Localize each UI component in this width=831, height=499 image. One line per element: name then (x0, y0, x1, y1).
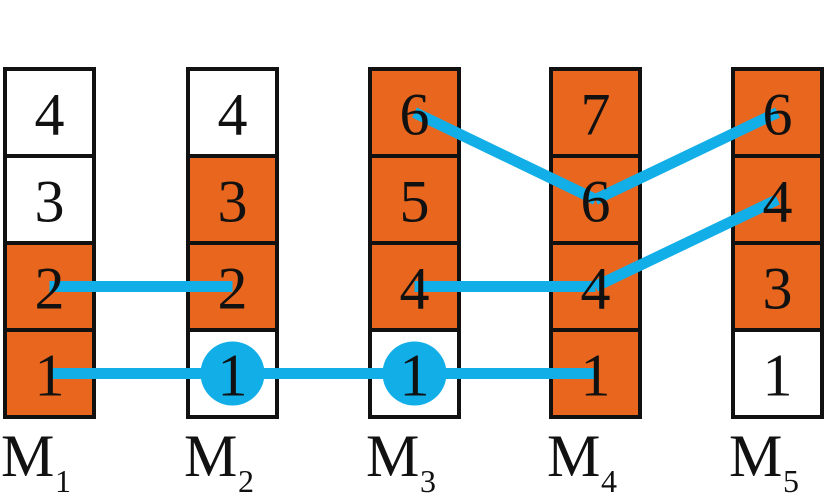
cell-m2-row2 (186, 154, 279, 245)
text-layer: 4 3 2 1 4 3 2 1 6 5 4 1 7 6 4 1 6 4 3 1 (35, 82, 793, 409)
cell-value-m1-row3: 2 (35, 256, 65, 322)
cell-value-m4-row1: 7 (581, 82, 611, 148)
cell-m5-row4 (731, 328, 824, 419)
column-label-m4: M (547, 423, 600, 489)
column-subscript-m4: 4 (601, 463, 617, 499)
cell-m4-row2 (549, 154, 642, 245)
link-line-6 (593, 194, 780, 292)
marker-circle-m3 (382, 341, 447, 406)
cell-value-m5-row2: 4 (763, 169, 793, 235)
cell-value-m3-row1: 6 (400, 82, 430, 148)
cell-m3-row2 (368, 154, 461, 245)
cell-value-m2-row1: 4 (218, 82, 248, 148)
cell-m5-row3 (731, 241, 824, 332)
column-label-m5: M (729, 423, 782, 489)
cell-value-m5-row3: 3 (763, 256, 793, 322)
cell-value-m3-row4: 1 (400, 343, 430, 409)
cell-value-m4-row4: 1 (581, 343, 611, 409)
cell-value-m3-row2: 5 (400, 169, 430, 235)
column-label-m3: M (366, 423, 419, 489)
link-line-4 (412, 107, 598, 205)
column-subscript-m2: 2 (238, 463, 254, 499)
cell-value-m3-row3: 4 (400, 256, 430, 322)
cell-value-m1-row1: 4 (35, 82, 65, 148)
cell-value-m2-row2: 3 (218, 169, 248, 235)
cell-value-m5-row4: 1 (763, 343, 793, 409)
column-label-m1: M (1, 423, 54, 489)
link-line-5 (593, 107, 780, 205)
cell-value-m4-row3: 4 (581, 256, 611, 322)
cell-value-m5-row1: 6 (763, 82, 793, 148)
cell-value-m4-row2: 6 (581, 169, 611, 235)
cell-value-m2-row4: 1 (218, 343, 248, 409)
links-layer (49, 107, 780, 379)
marker-circle-m2 (200, 341, 265, 406)
cell-value-m1-row2: 3 (35, 169, 65, 235)
column-subscript-m1: 1 (55, 463, 71, 499)
column-subscript-m3: 3 (420, 463, 436, 499)
cell-value-m1-row4: 1 (35, 343, 65, 409)
column-subscript-m5: 5 (783, 463, 799, 499)
cell-value-m2-row3: 2 (218, 256, 248, 322)
markers-layer (200, 341, 447, 406)
column-label-m2: M (184, 423, 237, 489)
